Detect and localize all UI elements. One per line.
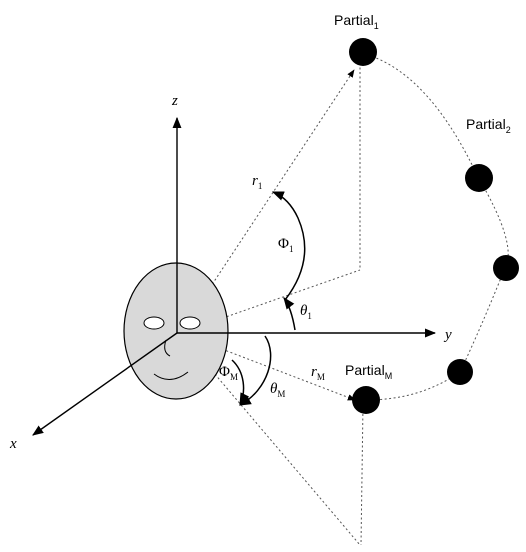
partial-1-label: Partial1	[334, 12, 379, 31]
partial-1-node	[349, 38, 377, 66]
right-eye	[179, 316, 201, 330]
partial-2-label: Partial2	[466, 116, 511, 135]
thetaM-label: θM	[270, 381, 285, 399]
theta1-arc	[283, 297, 296, 331]
y-axis-label: y	[443, 327, 452, 343]
partial-intermediate-node	[447, 359, 473, 385]
theta1-label: θ1	[300, 303, 312, 321]
x-axis	[32, 332, 178, 436]
partial-M-node	[352, 386, 380, 414]
z-axis-label: z	[171, 93, 178, 109]
left-eye	[143, 316, 165, 330]
phiM-arc	[231, 359, 250, 406]
partialM-drop-line	[360, 404, 364, 546]
partial-intermediate-node	[493, 255, 519, 281]
head-icon	[123, 262, 229, 400]
thetaM-arc	[238, 335, 272, 406]
partial-2-node	[465, 164, 493, 192]
r1-label: r1	[252, 173, 262, 191]
phiM-label: ΦM	[219, 364, 238, 382]
phi1-label: Φ1	[278, 236, 293, 254]
partials-arc	[365, 54, 509, 401]
face	[123, 262, 229, 400]
r1-ray	[179, 69, 355, 334]
rM-label: rM	[311, 364, 325, 382]
mouth	[153, 371, 189, 380]
x-axis-label: x	[9, 436, 17, 452]
phi1-arc	[271, 191, 306, 301]
partial-M-label: PartialM	[345, 362, 392, 381]
